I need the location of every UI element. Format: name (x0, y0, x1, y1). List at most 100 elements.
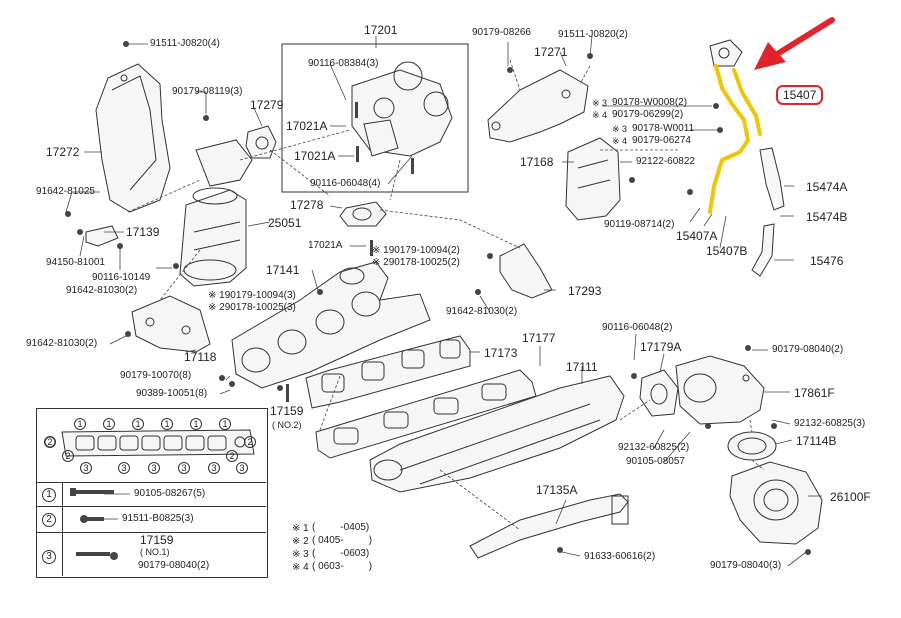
note-3-mark: ※ 3 (292, 549, 309, 560)
legend-row-2-part[interactable]: 91511-B0825(3) (122, 513, 194, 524)
callout-c12[interactable]: 90389-10051(8) (136, 388, 208, 399)
callout-c53[interactable]: 17293 (568, 284, 602, 298)
gasket-17278 (339, 201, 387, 227)
callout-c52[interactable]: 15476 (810, 254, 844, 268)
callout-c23[interactable]: ※ 290178-10025(2) (372, 257, 460, 268)
legend-row-3-sub2: ( NO.1) (140, 547, 170, 557)
callout-c22[interactable]: ※ 190179-10094(2) (372, 245, 460, 256)
callout-c61[interactable]: 92132-60825(2) (618, 442, 690, 453)
callout-c17[interactable]: 17021A (294, 149, 336, 163)
legend-row-divider-1 (36, 482, 266, 483)
callout-c56[interactable]: 17179A (640, 340, 682, 354)
legend-gasket-num: 3 (118, 462, 130, 474)
callout-c42: ※ 3 (612, 124, 628, 134)
bracket-17118 (131, 295, 211, 353)
callout-c48[interactable]: 15407A (676, 229, 718, 243)
heat-insulator-17271 (487, 69, 589, 143)
callout-c28: ( NO.2) (272, 420, 302, 430)
callout-c60[interactable]: 17114B (796, 434, 837, 448)
callout-c21[interactable]: 17021A (308, 240, 343, 251)
catalyst-converter-25051 (179, 139, 253, 287)
exhaust-manifold-17141 (231, 261, 431, 389)
callout-c41[interactable]: 90179-06299(2) (612, 109, 684, 120)
callout-c7[interactable]: 90116-10149 (92, 272, 151, 283)
callout-c31[interactable]: 17111 (566, 360, 598, 374)
legend-bolt-icons (70, 488, 130, 560)
legend-gasket-num: 2 (44, 436, 56, 448)
callout-c27[interactable]: 17159 (270, 404, 304, 418)
callout-c18[interactable]: 90116-06048(4) (310, 178, 381, 189)
callout-c44[interactable]: 90178-W0011 (632, 123, 695, 134)
callout-c63[interactable]: 26100F (830, 490, 871, 504)
callout-c46[interactable]: 92122-60822 (636, 156, 695, 167)
callout-c64[interactable]: 90179-08040(3) (710, 560, 782, 571)
callout-c19[interactable]: 17278 (290, 198, 324, 212)
legend-gasket-num: 3 (208, 462, 220, 474)
callout-c11[interactable]: 90179-10070(8) (120, 370, 192, 381)
callout-c51[interactable]: 15474B (806, 210, 848, 224)
callout-c40[interactable]: 90178-W0008(2) (612, 97, 688, 108)
egr-cooler-17861F (675, 355, 765, 425)
legend-row-1-part[interactable]: 90105-08267(5) (134, 488, 206, 499)
legend-row-divider-2 (36, 506, 266, 507)
highlight-arrow-icon (754, 17, 835, 70)
callout-c3[interactable]: 17272 (46, 145, 80, 159)
callout-c15[interactable]: 90116-08384(3) (308, 58, 379, 69)
callout-c50[interactable]: 15474A (806, 180, 848, 194)
throttle-body-26100F (729, 461, 823, 545)
intake-manifold-17111 (369, 375, 625, 493)
callout-c25[interactable]: ※ 190179-10094(3) (208, 290, 296, 301)
callout-c4[interactable]: 91642-81025 (36, 186, 95, 197)
legend-gasket-num: 3 (178, 462, 190, 474)
legend-row-3-part[interactable]: 90179-08040(2) (138, 560, 210, 571)
callout-c14[interactable]: 17201 (364, 23, 398, 37)
callout-c45[interactable]: 90179-06274 (632, 135, 691, 146)
legend-gasket-num: 1 (161, 418, 173, 430)
callout-c62[interactable]: 90105-08057 (626, 456, 685, 467)
callout-c8[interactable]: 91642-81030(2) (66, 285, 138, 296)
bracket-17135A (469, 493, 629, 559)
callout-c32[interactable]: 17135A (536, 483, 578, 497)
callout-c16[interactable]: 17021A (286, 119, 328, 133)
callout-c59[interactable]: 92132-60825(3) (794, 418, 866, 429)
legend-col-divider (62, 482, 63, 576)
legend-gasket-num: 3 (148, 462, 160, 474)
callout-c26[interactable]: ※ 290178-10025(3) (208, 302, 296, 313)
callout-c29[interactable]: 17173 (484, 346, 518, 360)
turbocharger-17201 (351, 61, 453, 157)
callout-c54[interactable]: 91642-81030(2) (446, 306, 518, 317)
callout-c1[interactable]: 91511-J0820(4) (150, 38, 220, 49)
callout-c47[interactable]: 90119-08714(2) (604, 219, 675, 230)
callout-c57[interactable]: 90179-08040(2) (772, 344, 844, 355)
legend-row-1-num: 1 (42, 488, 56, 502)
legend-gasket-num: 1 (132, 418, 144, 430)
callout-c30[interactable]: 17177 (522, 331, 556, 345)
callout-c39: ※ 4 (592, 110, 608, 120)
callout-c10[interactable]: 17118 (184, 350, 217, 364)
callout-c20[interactable]: 25051 (268, 216, 302, 230)
callout-c35[interactable]: 17271 (534, 45, 568, 59)
callout-c43: ※ 4 (612, 136, 628, 146)
callout-c58[interactable]: 17861F (794, 386, 835, 400)
legend-box (36, 408, 268, 578)
callout-c37[interactable]: 17168 (520, 155, 554, 169)
callout-c55[interactable]: 90116-06048(2) (602, 322, 673, 333)
bracket-17293 (499, 243, 553, 299)
hose-15474A (759, 147, 785, 211)
callout-c49[interactable]: 15407B (706, 244, 748, 258)
legend-row-3-sub[interactable]: 17159 (140, 533, 174, 547)
callout-c34[interactable]: 90179-08266 (472, 27, 531, 38)
callout-c9[interactable]: 91642-81030(2) (26, 338, 98, 349)
callout-c6[interactable]: 94150-81001 (46, 257, 105, 268)
callout-c33[interactable]: 91633-60616(2) (584, 551, 656, 562)
callout-c5[interactable]: 17139 (126, 225, 160, 239)
callout-15407-highlighted[interactable]: 15407 (776, 85, 824, 105)
callout-c24[interactable]: 17141 (266, 263, 300, 277)
callout-c36[interactable]: 91511-J0820(2) (558, 29, 628, 40)
callout-c2[interactable]: 90179-08119(3) (172, 86, 243, 97)
bolts (65, 41, 811, 555)
callout-c13[interactable]: 17279 (250, 98, 284, 112)
heat-insulator-17168 (565, 137, 621, 221)
legend-gasket-num: 1 (190, 418, 202, 430)
